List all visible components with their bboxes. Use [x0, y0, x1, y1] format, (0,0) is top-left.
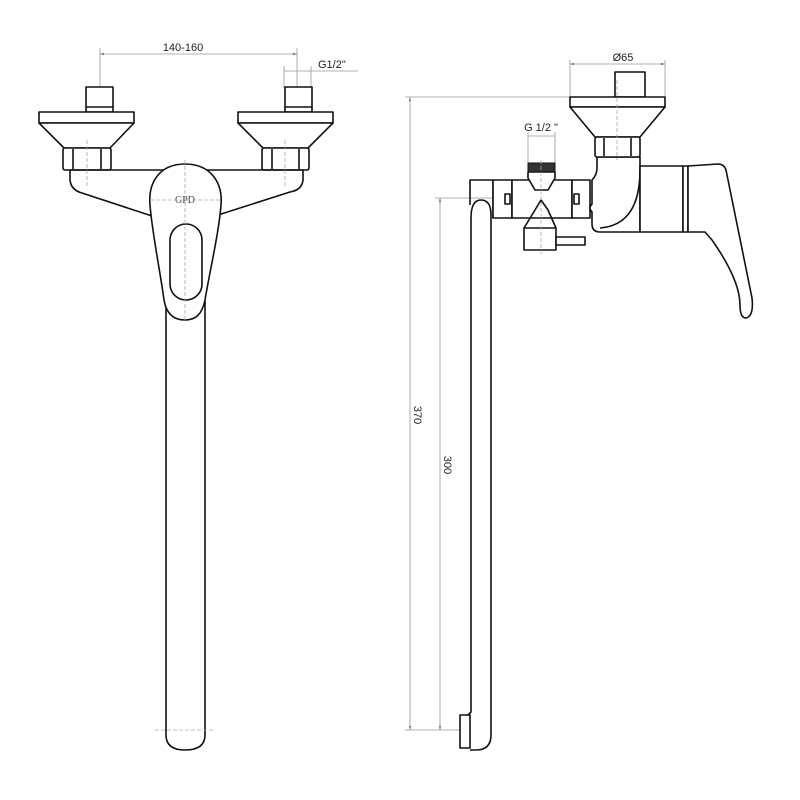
inlet-spacing-label: 140-160 [163, 42, 203, 54]
left-inlet [38, 86, 135, 171]
spout [165, 300, 206, 751]
mixer-body [69, 169, 304, 217]
lever-handle [149, 163, 222, 321]
flange-diameter-dimension: Ø65 [569, 52, 666, 97]
side-lever-handle [687, 163, 754, 319]
diverter [492, 162, 591, 251]
brand-logo: GPD [175, 195, 195, 206]
side-spout [467, 215, 492, 751]
side-body [639, 165, 684, 233]
handle-slot [169, 223, 203, 301]
diverter-lever [555, 236, 586, 246]
spout-height-label: 300 [441, 456, 453, 474]
aerator [459, 714, 471, 749]
inlet-thread-dimension: G1/2" [283, 59, 358, 88]
total-height-dimension: 370 [405, 96, 570, 730]
total-height-label: 370 [411, 406, 423, 424]
spout-height-dimension: 300 [405, 197, 700, 731]
diverter-thread-label: G 1/2 " [524, 122, 558, 134]
elbow [589, 156, 641, 233]
side-view: 370 300 Ø65 G 1/2 " [405, 52, 754, 751]
flange-diameter-label: Ø65 [613, 52, 634, 64]
right-inlet [237, 86, 334, 171]
front-view: 140-160 G1/2" [38, 42, 358, 751]
spout-arch [470, 199, 492, 219]
side-wall-inlet [569, 71, 666, 158]
inlet-spacing-dimension: 140-160 [99, 42, 298, 112]
spout-top-block [469, 179, 494, 218]
thread-hatch [527, 162, 556, 173]
diverter-thread-dimension: G 1/2 " [524, 122, 558, 163]
inlet-thread-label: G1/2" [318, 59, 346, 71]
